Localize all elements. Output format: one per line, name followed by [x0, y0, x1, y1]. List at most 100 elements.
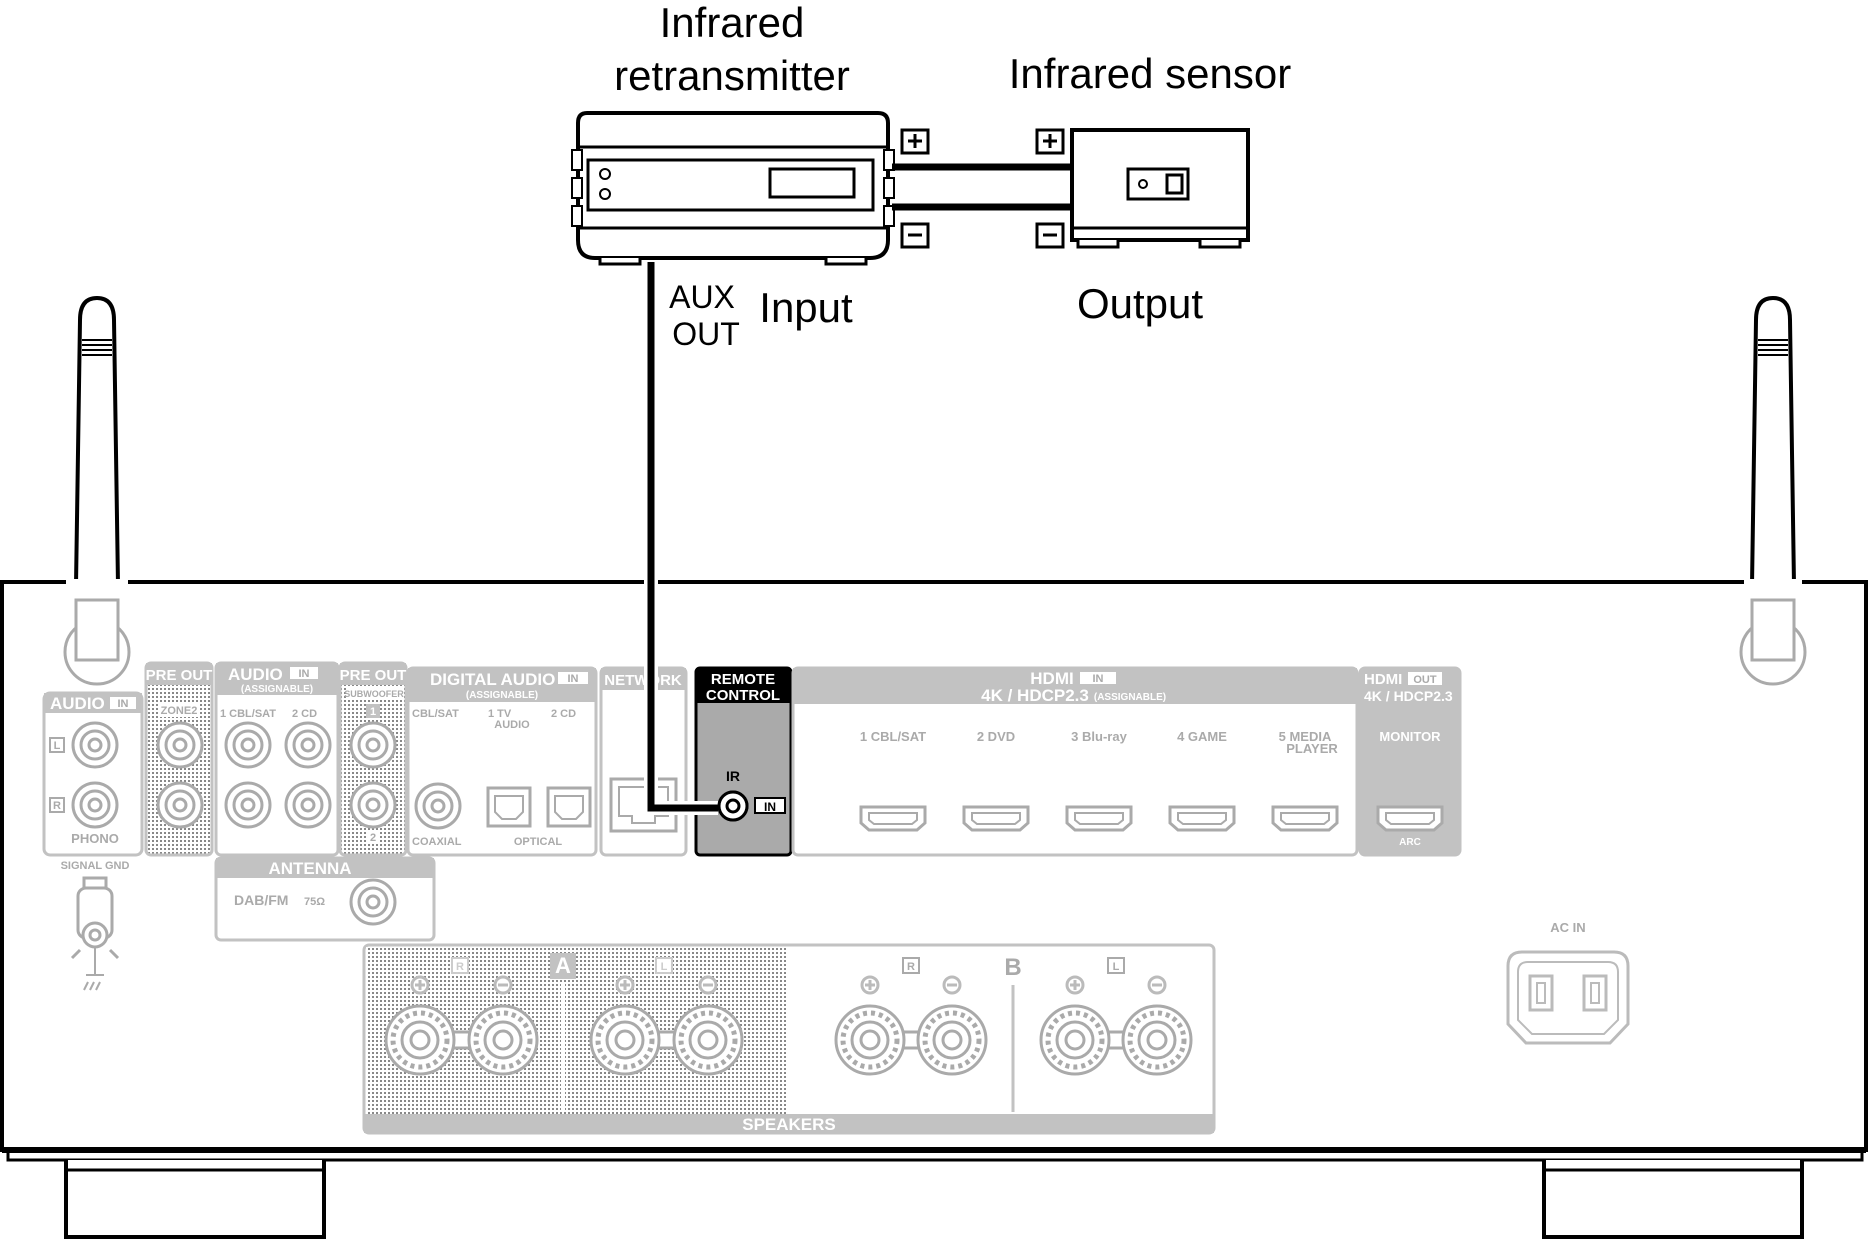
- digital-audio-title: DIGITAL AUDIO: [430, 670, 555, 689]
- hdmi1-port[interactable]: [859, 805, 927, 832]
- audio-in-phono-section: AUDIO IN L R PHONO SIGNAL GND: [42, 691, 144, 991]
- speaker-b-l-plus-post[interactable]: [1041, 1006, 1109, 1074]
- speaker-b-label: B: [1004, 954, 1021, 981]
- infrared-retransmitter: Infrared retransmitter: [571, 0, 895, 266]
- digital-cd-label: 2 CD: [551, 708, 576, 720]
- hdmi-in-sub2: (ASSIGNABLE): [1094, 692, 1166, 703]
- pre-out-zone2-section: PRE OUT ZONE2: [144, 661, 214, 857]
- speaker-b-r-label: R: [907, 961, 915, 973]
- pre-out-subwoofer-section: PRE OUT SUBWOOFER 1 2: [338, 661, 408, 857]
- signal-gnd-label: SIGNAL GND: [61, 860, 130, 872]
- speaker-b-r-minus-post[interactable]: [918, 1006, 986, 1074]
- dab-fm-label: DAB/FM: [234, 892, 288, 908]
- hdmi5-label-a: 5 MEDIA: [1279, 729, 1332, 744]
- remote-control-title2: CONTROL: [706, 687, 780, 704]
- speakers-section: SPEAKERS A B R L R L: [362, 943, 1216, 1135]
- hdmi-in-section: HDMI IN 4K / HDCP2.3 (ASSIGNABLE) 1 CBL/…: [791, 666, 1359, 857]
- digital-audio-section: DIGITAL AUDIO IN (ASSIGNABLE) CBL/SAT 1 …: [406, 666, 598, 857]
- speaker-a-l-label: L: [661, 961, 668, 973]
- coaxial-jack[interactable]: [414, 782, 462, 830]
- hdmi-out-monitor-port[interactable]: [1376, 805, 1444, 832]
- digital-tv-audio-label: AUDIO: [494, 719, 530, 731]
- hdmi-out-title: HDMI: [1364, 671, 1402, 688]
- hdmi2-label: 2 DVD: [977, 729, 1015, 744]
- audio-assignable-tag: IN: [299, 668, 310, 680]
- hdmi3-port[interactable]: [1065, 805, 1133, 832]
- phono-r-jack[interactable]: [71, 781, 119, 829]
- speaker-a-l-plus-post[interactable]: [591, 1006, 659, 1074]
- zone2-label: ZONE2: [161, 705, 198, 717]
- arc-label: ARC: [1399, 837, 1421, 848]
- hdmi-out-sub: 4K / HDCP2.3: [1364, 688, 1453, 704]
- speaker-a-l-minus-post[interactable]: [674, 1006, 742, 1074]
- subwoofer-label: SUBWOOFER: [344, 689, 404, 699]
- sensor-plus-terminal: [1035, 128, 1065, 155]
- hdmi-in-tag: IN: [1093, 673, 1104, 685]
- aux-out-to-ir-cable: [644, 262, 749, 822]
- optical-label: OPTICAL: [514, 836, 563, 848]
- ac-in-label: AC IN: [1550, 920, 1585, 935]
- optical-cd-jack[interactable]: [546, 786, 592, 828]
- aux-label-line2: OUT: [672, 316, 740, 352]
- ac-in-socket[interactable]: [1506, 950, 1630, 1045]
- sensor-minus-terminal: [1035, 222, 1065, 249]
- speaker-b-r-plus-post[interactable]: [836, 1006, 904, 1074]
- antenna-section: ANTENNA DAB/FM 75Ω: [214, 856, 436, 942]
- hdmi-out-tag: OUT: [1413, 674, 1437, 686]
- antenna-title: ANTENNA: [268, 859, 351, 878]
- sensor-cable: [892, 163, 1072, 211]
- cd-r-jack[interactable]: [284, 781, 332, 829]
- retransmitter-label-line1: Infrared: [660, 0, 805, 46]
- audio-cblsat-label: 1 CBL/SAT: [220, 708, 276, 720]
- network-title: NETWORK: [604, 672, 682, 689]
- ir-in-tag: IN: [764, 800, 776, 814]
- optical-tv-jack[interactable]: [486, 786, 532, 828]
- speaker-a-r-minus-post[interactable]: [469, 1006, 537, 1074]
- audio-in-title: AUDIO: [50, 694, 105, 713]
- speaker-b-l-minus-post[interactable]: [1123, 1006, 1191, 1074]
- hdmi-out-section: HDMI OUT 4K / HDCP2.3 MONITOR ARC: [1358, 666, 1462, 857]
- hdmi1-label: 1 CBL/SAT: [860, 729, 926, 744]
- retransmitter-minus-terminal: [900, 222, 930, 249]
- pre-out-zone2-title: PRE OUT: [146, 667, 213, 684]
- aux-label-line1: AUX: [669, 279, 735, 315]
- audio-in-l: L: [54, 740, 61, 752]
- signal-gnd-terminal[interactable]: [70, 876, 120, 991]
- speaker-a-r-label: R: [456, 961, 464, 973]
- coaxial-label: COAXIAL: [412, 836, 462, 848]
- sub2-label: 2: [370, 832, 376, 844]
- sub1-label: 1: [370, 706, 376, 718]
- zone2-l-jack[interactable]: [156, 721, 204, 769]
- input-label: Input: [759, 284, 853, 331]
- cblsat-r-jack[interactable]: [224, 781, 272, 829]
- hdmi4-label: 4 GAME: [1177, 729, 1227, 744]
- digital-audio-tag: IN: [568, 673, 579, 685]
- phono-l-jack[interactable]: [71, 721, 119, 769]
- audio-assignable-sub: (ASSIGNABLE): [241, 684, 313, 695]
- output-label: Output: [1077, 280, 1203, 327]
- remote-control-title1: REMOTE: [711, 671, 775, 688]
- phono-label: PHONO: [71, 831, 119, 846]
- hdmi2-port[interactable]: [962, 805, 1030, 832]
- cblsat-l-jack[interactable]: [224, 721, 272, 769]
- dab-fm-antenna-jack[interactable]: [349, 878, 397, 926]
- cd-l-jack[interactable]: [284, 721, 332, 769]
- hdmi3-label: 3 Blu-ray: [1071, 729, 1127, 744]
- retransmitter-label-line2: retransmitter: [614, 52, 850, 99]
- speakers-title: SPEAKERS: [742, 1115, 836, 1134]
- digital-audio-sub: (ASSIGNABLE): [466, 690, 538, 701]
- hdmi4-port[interactable]: [1168, 805, 1236, 832]
- subwoofer2-jack[interactable]: [349, 781, 397, 829]
- zone2-r-jack[interactable]: [156, 781, 204, 829]
- retransmitter-plus-terminal: [900, 128, 930, 155]
- audio-cd-label: 2 CD: [292, 708, 317, 720]
- monitor-label: MONITOR: [1379, 729, 1441, 744]
- hdmi-in-title: HDMI: [1030, 669, 1073, 688]
- digital-cblsat-label: CBL/SAT: [412, 708, 459, 720]
- audio-assignable-title: AUDIO: [228, 665, 283, 684]
- speaker-a-r-plus-post[interactable]: [386, 1006, 454, 1074]
- hdmi5-port[interactable]: [1271, 805, 1339, 832]
- speaker-b-l-label: L: [1113, 961, 1120, 973]
- subwoofer1-jack[interactable]: [349, 721, 397, 769]
- network-section: NETWORK: [599, 666, 688, 857]
